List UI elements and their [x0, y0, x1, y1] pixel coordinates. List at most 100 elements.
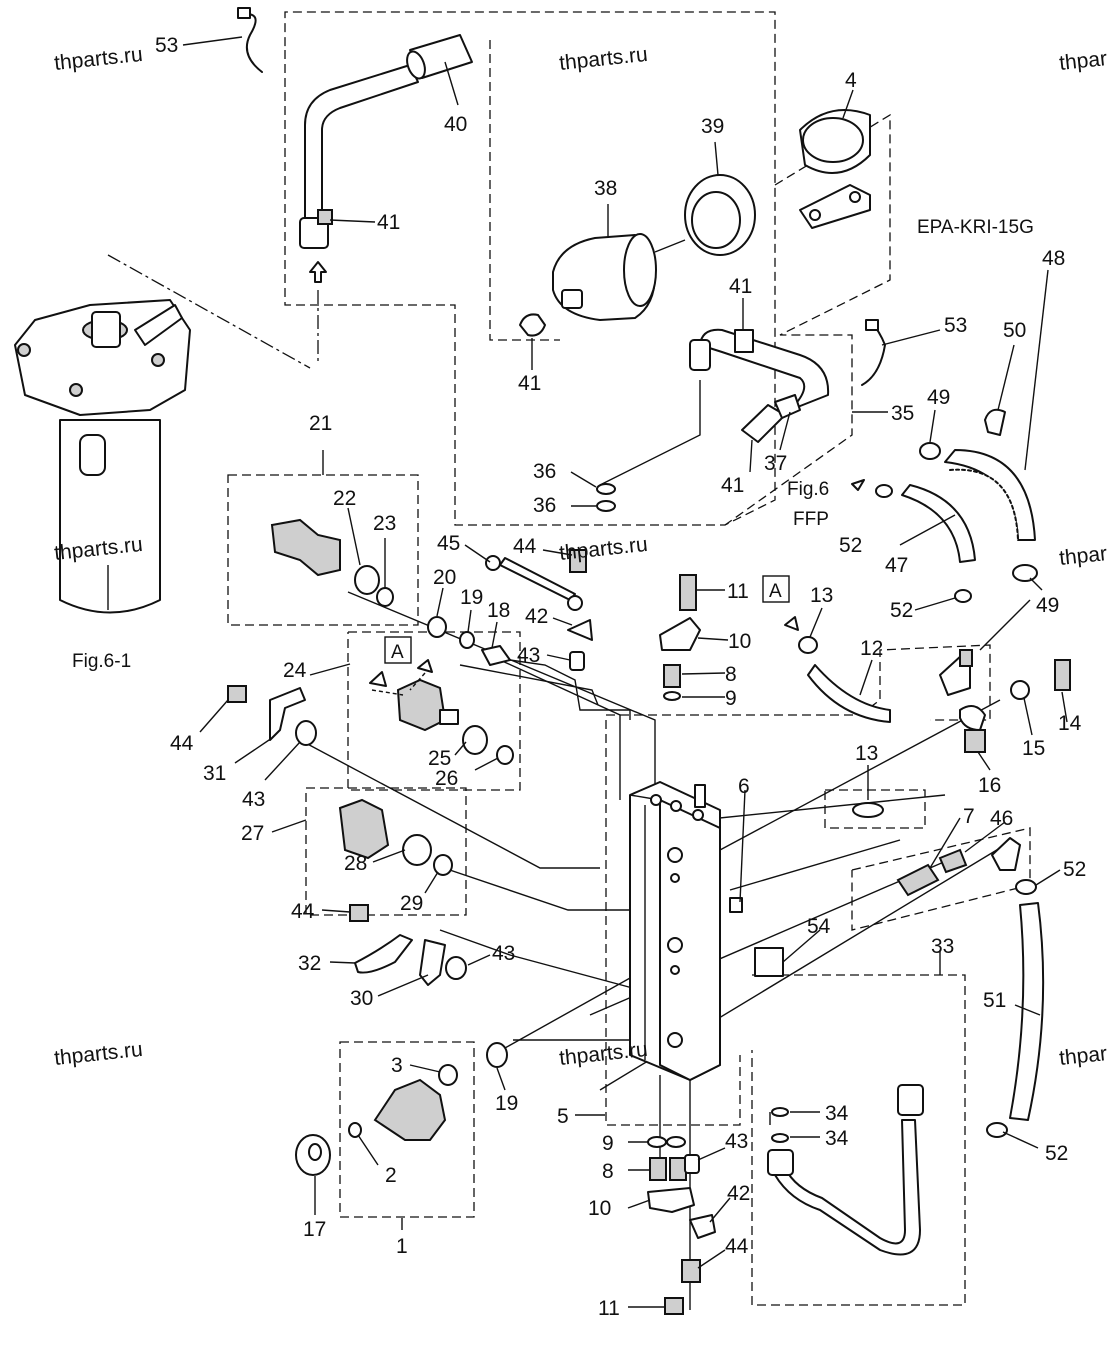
callout-51: 51 [983, 989, 1006, 1012]
view-markers: A A [369, 575, 799, 696]
callout-9-a: 9 [725, 687, 737, 710]
hose-40-41 [299, 34, 473, 283]
callout-43-a: 43 [517, 644, 540, 667]
callout-52-a: 52 [839, 534, 862, 557]
callout-33: 33 [931, 935, 954, 958]
watermark: thparts.ru [53, 43, 144, 75]
callout-30: 30 [350, 987, 373, 1010]
callout-52-b: 52 [890, 599, 913, 622]
callout-13-a: 13 [810, 584, 833, 607]
callout-41-c: 41 [729, 275, 752, 298]
callout-27: 27 [241, 822, 264, 845]
callout-53-b: 53 [944, 314, 967, 337]
callout-13-b: 13 [855, 742, 878, 765]
watermark: thparts.ru [1058, 1038, 1107, 1070]
levers-30-32 [349, 904, 467, 986]
callout-39: 39 [701, 115, 724, 138]
callout-6: 6 [738, 775, 750, 798]
callout-40: 40 [444, 113, 467, 136]
watermark: thparts.ru [1058, 538, 1107, 570]
callout-11-a: 11 [727, 580, 749, 603]
callout-1: 1 [396, 1235, 408, 1258]
callout-43-d: 43 [725, 1130, 748, 1153]
callout-15: 15 [1022, 737, 1045, 760]
bracket-parts-top [485, 549, 701, 701]
callout-7: 7 [963, 805, 975, 828]
callout-23: 23 [373, 512, 396, 535]
view-marker-a-right: A [769, 581, 782, 602]
callout-43-c: 43 [492, 942, 515, 965]
callout-19-b: 19 [495, 1092, 518, 1115]
callout-35: 35 [891, 402, 914, 425]
callout-11-b: 11 [598, 1297, 620, 1320]
callout-25: 25 [428, 747, 451, 770]
callout-42-b: 42 [727, 1182, 750, 1205]
callout-36-a: 36 [533, 460, 556, 483]
callout-34-a: 34 [825, 1102, 849, 1125]
watermark: thparts.ru [558, 43, 649, 75]
callout-41-d: 41 [721, 474, 744, 497]
fuel-rail [629, 781, 743, 1081]
hose-35-37 [596, 328, 830, 512]
callout-41-a: 41 [377, 211, 400, 234]
callout-32: 32 [298, 952, 321, 975]
callout-49-b: 49 [1036, 594, 1059, 617]
watermark: thparts.ru [53, 1038, 144, 1070]
callout-45: 45 [437, 532, 460, 555]
callout-53: 53 [155, 34, 178, 57]
hoses-47-48 [237, 7, 1038, 603]
callout-4: 4 [845, 69, 857, 92]
callout-42-a: 42 [525, 605, 548, 628]
assembly-27 [338, 798, 453, 876]
ffp-ref: FFP [793, 509, 829, 530]
callout-44-c: 44 [291, 900, 315, 923]
callout-24: 24 [283, 659, 307, 682]
right-small-parts [798, 636, 1071, 818]
callout-2: 2 [385, 1164, 397, 1187]
right-lower-parts [754, 837, 1045, 1138]
callout-28: 28 [344, 852, 367, 875]
callout-37: 37 [764, 452, 787, 475]
callout-29: 29 [400, 892, 423, 915]
callout-8-b: 8 [602, 1160, 614, 1183]
callout-19-a: 19 [460, 586, 483, 609]
callout-26: 26 [435, 767, 458, 790]
callout-21: 21 [309, 412, 332, 435]
assembly-33 [767, 1084, 924, 1256]
callout-10-b: 10 [588, 1197, 611, 1220]
callout-52-d: 52 [1045, 1142, 1068, 1165]
fuel-filter-assembly [14, 299, 191, 614]
watermark: thparts.ru [558, 533, 649, 565]
callout-9-b: 9 [602, 1132, 614, 1155]
callout-17: 17 [303, 1218, 326, 1241]
watermark: thparts.ru [1058, 43, 1107, 75]
callout-10-a: 10 [728, 630, 751, 653]
assembly-1 [295, 1042, 508, 1176]
callout-54: 54 [807, 915, 831, 938]
callout-43-b: 43 [242, 788, 265, 811]
callout-20: 20 [433, 566, 456, 589]
callout-41-b: 41 [518, 372, 541, 395]
callout-31: 31 [203, 762, 226, 785]
callout-44-a: 44 [513, 535, 537, 558]
callout-36-b: 36 [533, 494, 556, 517]
filter-38 [519, 109, 871, 337]
callout-8-a: 8 [725, 663, 737, 686]
callout-12: 12 [860, 637, 883, 660]
callout-50: 50 [1003, 319, 1026, 342]
callout-49-a: 49 [927, 386, 950, 409]
view-marker-a-left: A [391, 642, 404, 663]
assembly-24 [227, 678, 514, 765]
callout-47: 47 [885, 554, 908, 577]
figure-ref: Fig.6-1 [72, 651, 131, 672]
callout-44-d: 44 [725, 1235, 749, 1258]
callout-34-b: 34 [825, 1127, 849, 1150]
fig6-ref: Fig.6 [787, 479, 829, 500]
watermarks: thparts.ru thparts.ru thparts.ru thparts… [53, 43, 1107, 1070]
callout-22: 22 [333, 487, 356, 510]
callout-48: 48 [1042, 247, 1065, 270]
assembly-21 [270, 518, 511, 666]
callout-18: 18 [487, 599, 510, 622]
callout-numbers: 53 4 40 39 38 41 41 41 53 50 48 49 35 37… [155, 34, 1086, 1320]
